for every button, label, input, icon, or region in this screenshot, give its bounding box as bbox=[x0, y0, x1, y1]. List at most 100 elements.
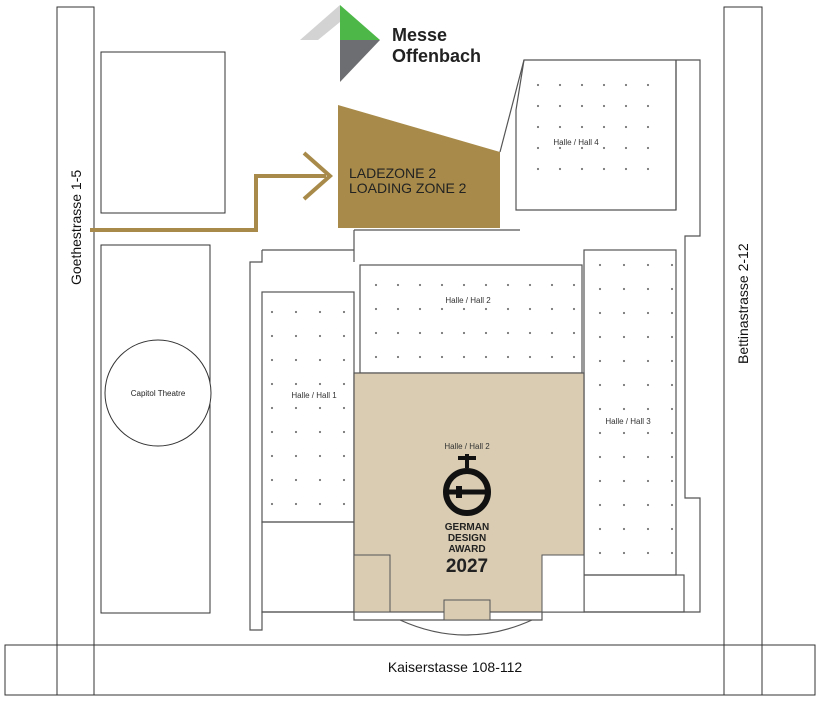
award-line3: AWARD bbox=[448, 544, 485, 555]
column-dot bbox=[598, 431, 602, 435]
theatre-label: Capitol Theatre bbox=[131, 389, 186, 398]
loading-zone-line2: LOADING ZONE 2 bbox=[349, 180, 467, 196]
column-dot bbox=[294, 502, 298, 506]
column-dot bbox=[624, 83, 628, 87]
column-dot bbox=[670, 263, 674, 267]
column-dot bbox=[396, 355, 400, 359]
column-dot bbox=[528, 355, 532, 359]
column-dot bbox=[528, 283, 532, 287]
column-dot bbox=[622, 455, 626, 459]
column-dot bbox=[528, 307, 532, 311]
column-dot bbox=[624, 146, 628, 150]
column-dot bbox=[318, 310, 322, 314]
column-dot bbox=[622, 503, 626, 507]
column-dot bbox=[418, 331, 422, 335]
column-dot bbox=[374, 355, 378, 359]
block-north-west bbox=[100, 51, 226, 214]
column-dot bbox=[622, 263, 626, 267]
column-dot bbox=[580, 125, 584, 129]
column-dot bbox=[622, 287, 626, 291]
column-dot bbox=[462, 331, 466, 335]
column-dot bbox=[550, 355, 554, 359]
theatre-block: Capitol Theatre bbox=[100, 244, 212, 614]
street-west: Goethestrasse 1-5 bbox=[56, 6, 95, 696]
column-dot bbox=[572, 331, 576, 335]
column-dot bbox=[484, 355, 488, 359]
column-dot bbox=[646, 146, 650, 150]
award-line2: DESIGN bbox=[448, 533, 486, 544]
column-dot bbox=[572, 283, 576, 287]
hall2-south-entrance bbox=[443, 599, 491, 621]
column-dot bbox=[598, 335, 602, 339]
logo-dark-shape bbox=[340, 40, 380, 82]
column-dot bbox=[342, 454, 346, 458]
column-dot bbox=[462, 283, 466, 287]
column-dot bbox=[622, 335, 626, 339]
column-dot bbox=[270, 502, 274, 506]
column-dot bbox=[318, 334, 322, 338]
column-dot bbox=[318, 406, 322, 410]
column-dot bbox=[670, 407, 674, 411]
column-dot bbox=[374, 331, 378, 335]
column-dot bbox=[646, 455, 650, 459]
column-dot bbox=[646, 83, 650, 87]
column-dot bbox=[622, 551, 626, 555]
column-dot bbox=[318, 502, 322, 506]
column-dot bbox=[318, 358, 322, 362]
column-dot bbox=[598, 503, 602, 507]
column-dot bbox=[622, 431, 626, 435]
column-dot bbox=[484, 283, 488, 287]
column-dot bbox=[572, 307, 576, 311]
column-dot bbox=[598, 407, 602, 411]
column-dot bbox=[374, 307, 378, 311]
column-dot bbox=[536, 167, 540, 171]
column-dot bbox=[270, 478, 274, 482]
column-dot bbox=[670, 527, 674, 531]
column-dot bbox=[646, 311, 650, 315]
column-dot bbox=[602, 146, 606, 150]
column-dot bbox=[580, 83, 584, 87]
column-dot bbox=[342, 430, 346, 434]
column-dot bbox=[270, 406, 274, 410]
column-dot bbox=[670, 479, 674, 483]
column-dot bbox=[342, 310, 346, 314]
column-dot bbox=[318, 478, 322, 482]
column-dot bbox=[342, 406, 346, 410]
column-dot bbox=[670, 503, 674, 507]
column-dot bbox=[598, 287, 602, 291]
column-dot bbox=[294, 358, 298, 362]
column-dot bbox=[622, 479, 626, 483]
hall2-south-label: Halle / Hall 2 bbox=[444, 442, 490, 451]
column-dot bbox=[318, 430, 322, 434]
column-dot bbox=[670, 383, 674, 387]
column-dot bbox=[270, 454, 274, 458]
column-dot bbox=[598, 311, 602, 315]
column-dot bbox=[440, 307, 444, 311]
column-dot bbox=[646, 359, 650, 363]
column-dot bbox=[550, 331, 554, 335]
hall2-north-label: Halle / Hall 2 bbox=[445, 296, 491, 305]
column-dot bbox=[670, 335, 674, 339]
column-dot bbox=[598, 455, 602, 459]
column-grid bbox=[270, 83, 674, 555]
column-dot bbox=[536, 83, 540, 87]
column-dot bbox=[580, 104, 584, 108]
column-dot bbox=[396, 307, 400, 311]
column-dot bbox=[318, 382, 322, 386]
column-dot bbox=[294, 310, 298, 314]
column-dot bbox=[440, 355, 444, 359]
award-line1: GERMAN bbox=[445, 522, 489, 533]
column-dot bbox=[536, 125, 540, 129]
hall3-label: Halle / Hall 3 bbox=[605, 417, 651, 426]
messe-logo: Messe Offenbach bbox=[300, 5, 481, 82]
column-dot bbox=[418, 307, 422, 311]
column-dot bbox=[624, 104, 628, 108]
column-dot bbox=[624, 167, 628, 171]
street-east: Bettinastrasse 2-12 bbox=[723, 6, 763, 696]
column-dot bbox=[294, 454, 298, 458]
column-dot bbox=[558, 167, 562, 171]
column-dot bbox=[670, 431, 674, 435]
column-dot bbox=[558, 83, 562, 87]
column-dot bbox=[622, 527, 626, 531]
